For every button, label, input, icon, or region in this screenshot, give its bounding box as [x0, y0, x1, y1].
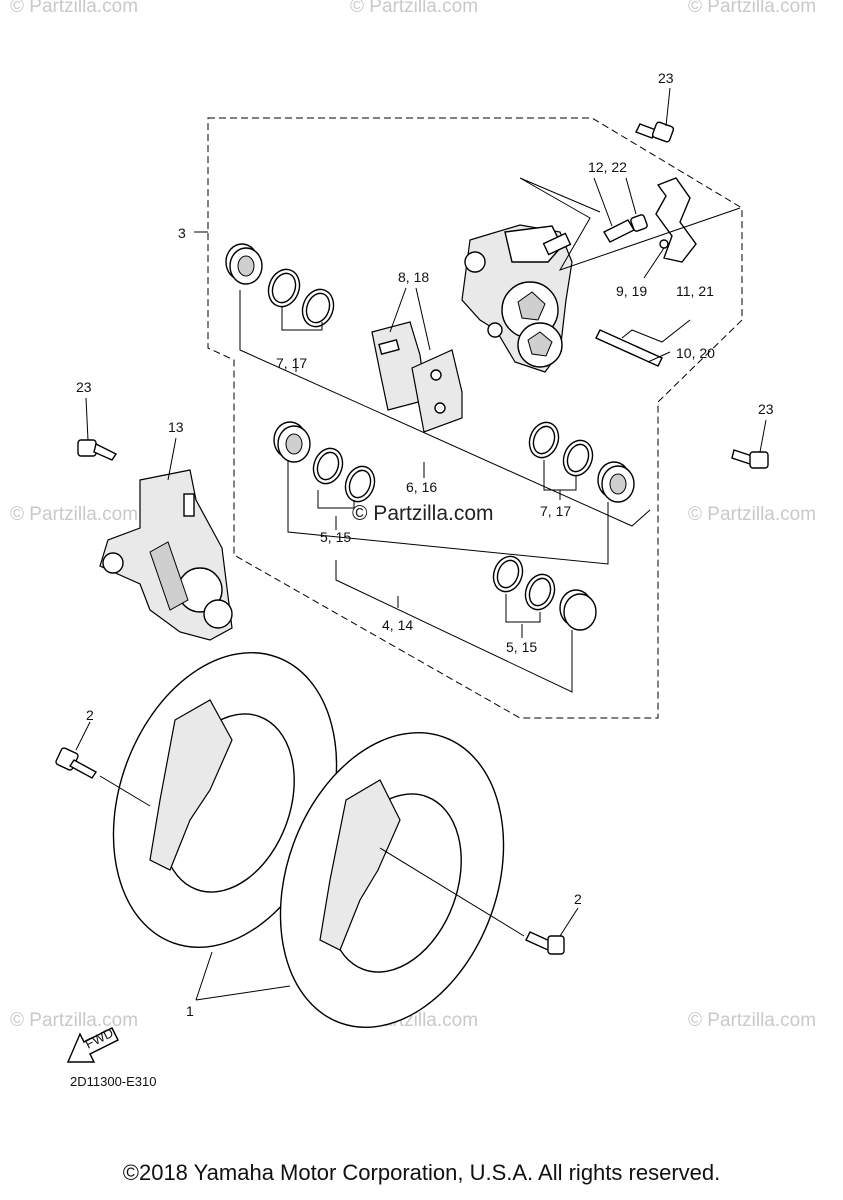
watermark: © Partzilla.com	[688, 1010, 816, 1031]
piston-seals-lower-left	[273, 421, 376, 503]
brake-disc-1-left	[112, 652, 338, 948]
pad-spring-9-19	[655, 177, 697, 263]
leader-lines	[75, 87, 767, 1001]
callout-13: 13	[168, 419, 184, 435]
copyright-notice: ©2018 Yamaha Motor Corporation, U.S.A. A…	[122, 1160, 721, 1185]
bolt-23-right	[731, 449, 769, 469]
disc-bolt-2-left	[55, 747, 98, 779]
callout-6-16: 6, 16	[406, 479, 437, 495]
callout-7-17: 7, 17	[540, 503, 571, 519]
bleed-screw-12-22	[603, 214, 648, 243]
callout-5-15: 5, 15	[320, 529, 351, 545]
watermark: © Partzilla.com	[352, 502, 494, 525]
piston-upper-left	[225, 243, 263, 285]
caliper-13	[99, 469, 233, 641]
callout-23: 23	[76, 379, 92, 395]
callout-1: 1	[186, 1003, 194, 1019]
callout-3: 3	[178, 225, 186, 241]
watermark: © Partzilla.com	[688, 504, 816, 525]
watermark: © Partzilla.com	[350, 0, 478, 17]
callout-4-14: 4, 14	[382, 617, 413, 633]
callout-11-21: 11, 21	[676, 283, 714, 299]
bolt-23-top	[635, 121, 675, 143]
callout-12-22: 12, 22	[588, 159, 627, 175]
callout-7-17: 7, 17	[276, 355, 307, 371]
diagram-code: 2D11300-E310	[70, 1074, 157, 1089]
piston-seals-bottom	[492, 555, 597, 631]
watermark: © Partzilla.com	[10, 504, 138, 525]
bolt-23-left	[77, 439, 118, 461]
brake-disc-1-right	[279, 732, 505, 1028]
piston-seals-right	[528, 421, 635, 503]
watermark: © Partzilla.com	[688, 0, 816, 17]
callout-9-19: 9, 19	[616, 283, 647, 299]
caliper-body-3	[461, 224, 573, 373]
brake-pads-8-18	[371, 321, 463, 433]
piston-seal-upper-left	[267, 268, 335, 328]
callouts: 23 3 12, 22 8, 18 9, 19 11, 21 10, 20 7,…	[76, 70, 774, 1019]
callout-2: 2	[86, 707, 94, 723]
callout-23: 23	[658, 70, 674, 86]
watermark: © Partzilla.com	[10, 0, 138, 17]
callout-8-18: 8, 18	[398, 269, 429, 285]
callout-10-20: 10, 20	[676, 345, 715, 361]
pad-pin-10-20	[595, 319, 691, 367]
callout-23: 23	[758, 401, 774, 417]
callout-2: 2	[574, 891, 582, 907]
watermark: © Partzilla.com	[10, 1010, 138, 1031]
caliper-assembly-boundary	[207, 117, 743, 719]
disc-bolt-2-right	[525, 931, 565, 955]
callout-5-15: 5, 15	[506, 639, 537, 655]
